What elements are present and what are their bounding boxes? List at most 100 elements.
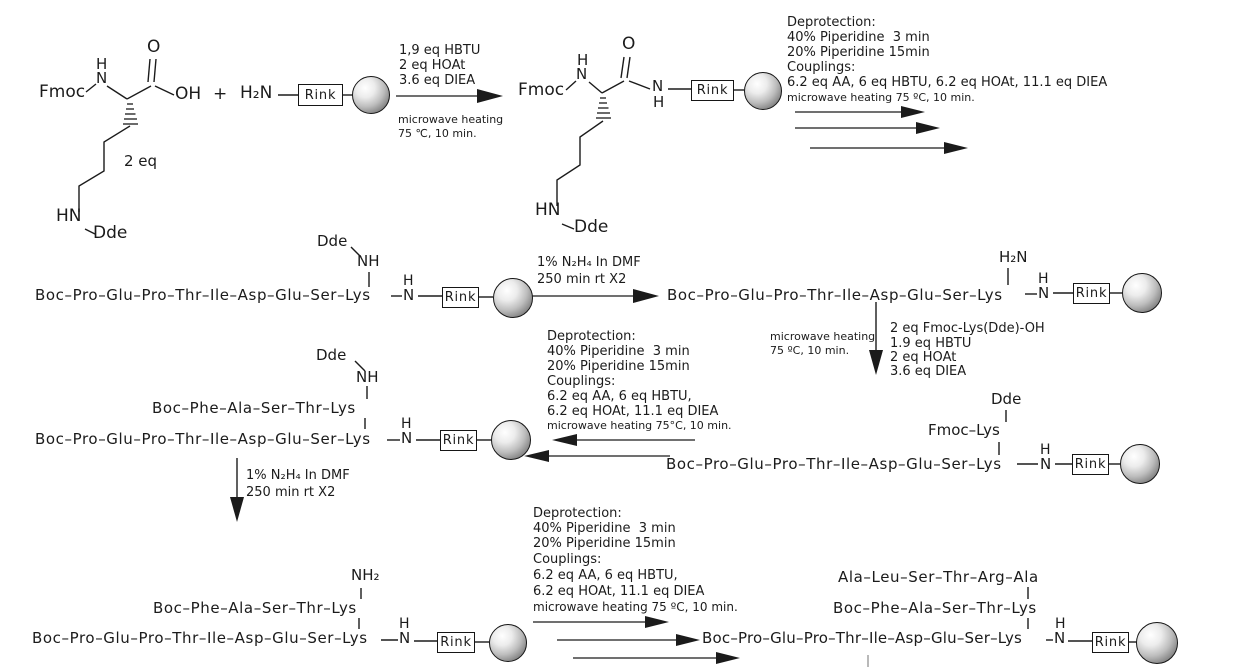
sidechain-nh-label: NH [356,368,379,386]
peptide-sequence-main: Boc–Pro–Glu–Pro–Thr–Ile–Asp–Glu–Ser–Lys [667,286,1003,304]
peptide-sequence-branch: Boc–Phe–Ala–Ser–Thr–Lys [153,599,357,617]
elongation-top-line: Couplings: [787,60,856,75]
rink-label: Rink [1075,286,1108,301]
resin-bead [491,420,531,460]
amide-h-label: H [577,51,589,69]
resin-bead [493,278,533,318]
rink-linker-box: Rink [1073,283,1110,304]
dde-group-label: Dde [317,232,348,250]
dde-group-label: Dde [93,223,128,243]
elongation-mid-line: 6.2 eq AA, 6 eq HBTU, [547,389,692,404]
rink-linker-box: Rink [1092,632,1129,653]
sidechain-hn-label: HN [535,200,561,220]
dde-group-label: Dde [316,346,347,364]
lys-coupling-reagent-line: 2 eq HOAt [890,350,957,365]
rink-label: Rink [444,290,477,305]
elongation-mid-line: 20% Piperidine 15min [547,359,690,374]
product-fmoc-lys-resin-bonds [556,56,744,230]
rink-label: Rink [696,83,729,98]
peptide-sequence-main: Boc–Pro–Glu–Pro–Thr–Ile–Asp–Glu–Ser–Lys [702,629,1023,647]
rink-linker-box: Rink [440,430,477,451]
row2-left-structure-bonds [350,246,493,298]
coupling1-reagent-line: 3.6 eq DIEA [399,73,476,88]
resin-bead [744,72,782,110]
elongation-bottom-line: 20% Piperidine 15min [533,536,676,551]
peptide-sequence-main: Boc–Pro–Glu–Pro–Thr–Ile–Asp–Glu–Ser–Lys [35,286,371,304]
lys-coupling-reagent-line: 3.6 eq DIEA [890,364,967,379]
resin-amide-n-label: N [1038,284,1050,302]
resin-amine-label: H₂N [240,83,273,103]
plus-sign: + [213,84,228,104]
row4-left-structure-bonds [358,588,489,643]
reaction-arrows-elongation-mid-left [524,434,695,462]
rink-linker-box: Rink [1072,454,1109,475]
resin-amide-n-label: N [403,286,415,304]
reaction-arrow-hydrazine-row2 [531,289,659,303]
peptide-sequence-main: Boc–Pro–Glu–Pro–Thr–Ile–Asp–Glu–Ser–Lys [32,629,368,647]
peptide-sequence-main: Boc–Pro–Glu–Pro–Thr–Ile–Asp–Glu–Ser–Lys [35,430,371,448]
hydrazine-row2-line: 250 min rt X2 [537,272,627,287]
peptide-sequence-cap: Ala–Leu–Ser–Thr–Arg–Ala [838,568,1039,586]
hydrazine-row3-line: 250 min rt X2 [246,485,336,500]
reaction-arrow-coupling1 [396,89,503,103]
resin-bead [489,624,527,662]
lys-coupling-conditions-line: 75 ºC, 10 min. [770,344,850,357]
elongation-top-conditions: microwave heating 75 ºC, 10 min. [787,91,975,104]
fmoc-group-label: Fmoc [518,80,565,100]
amide-n-label: N [96,69,108,87]
rink-label: Rink [1074,457,1107,472]
amide-h-label: H [96,55,108,73]
elongation-top-line: 20% Piperidine 15min [787,45,930,60]
row3-left-structure-bonds [354,360,491,441]
amide-n-label: N [576,65,588,83]
free-amine-label: NH₂ [351,566,380,584]
fmoc-lys-label: Fmoc–Lys [928,421,1000,439]
fmoc-group-label: Fmoc [39,82,86,102]
resin-amide-n-label: N [399,629,411,647]
resin-amide-h-label: H [653,93,665,111]
rink-label: Rink [440,635,472,650]
lys-coupling-conditions-line: microwave heating [770,330,876,343]
resin-amide-n-label: N [1054,629,1066,647]
dde-group-label: Dde [991,390,1022,408]
stereo-hash-wedge [596,97,611,119]
coupling1-conditions-line: 75 ℃, 10 min. [398,127,477,140]
rink-label: Rink [304,87,337,103]
stereo-hash-wedge [123,103,138,125]
resin-amide-h-label: H [1040,442,1051,458]
reaction-arrows-elongation-bottom [533,616,740,664]
resin-amide-n-label: N [401,429,413,447]
elongation-mid-line: 6.2 eq HOAt, 11.1 eq DIEA [547,404,719,419]
row2-right-structure-bonds [1007,268,1122,295]
elongation-bottom-line: 40% Piperidine 3 min [533,521,676,536]
elongation-bottom-conditions: microwave heating 75 ºC, 10 min. [533,600,738,614]
elongation-mid-line: Deprotection: [547,329,636,344]
peptide-sequence-branch: Boc–Phe–Ala–Ser–Thr–Lys [833,599,1037,617]
carbonyl-o-label: O [147,37,161,57]
elongation-mid-conditions: microwave heating 75°C, 10 min. [547,419,732,432]
elongation-top-line: Deprotection: [787,15,876,30]
resin-amide-h-label: H [401,416,412,432]
rink-linker-box: Rink [442,287,479,308]
row4-right-structure-bonds [867,587,1137,667]
elongation-top-line: 6.2 eq AA, 6 eq HBTU, 6.2 eq HOAt, 11.1 … [787,75,1108,90]
row3-right-structure-bonds [998,410,1120,465]
resin-amide-n-label: N [1040,455,1052,473]
elongation-bottom-line: Couplings: [533,552,602,567]
hydrazine-row3-line: 1% N₂H₄ In DMF [246,468,350,483]
sidechain-nh-label: NH [357,252,380,270]
resin-amide-h-label: H [399,616,410,632]
elongation-mid-line: Couplings: [547,374,616,389]
elongation-bottom-line: Deprotection: [533,506,622,521]
hydroxyl-label: OH [175,84,202,104]
resin-bead [1136,622,1178,664]
elongation-bottom-line: 6.2 eq AA, 6 eq HBTU, [533,568,678,583]
coupling1-reagent-line: 1,9 eq HBTU [399,43,481,58]
elongation-top-line: 40% Piperidine 3 min [787,30,930,45]
lys-coupling-reagent-line: 1.9 eq HBTU [890,336,972,351]
elongation-mid-line: 40% Piperidine 3 min [547,344,690,359]
resin-bead [1122,273,1162,313]
reaction-arrow-lys-coupling-down [869,302,883,375]
